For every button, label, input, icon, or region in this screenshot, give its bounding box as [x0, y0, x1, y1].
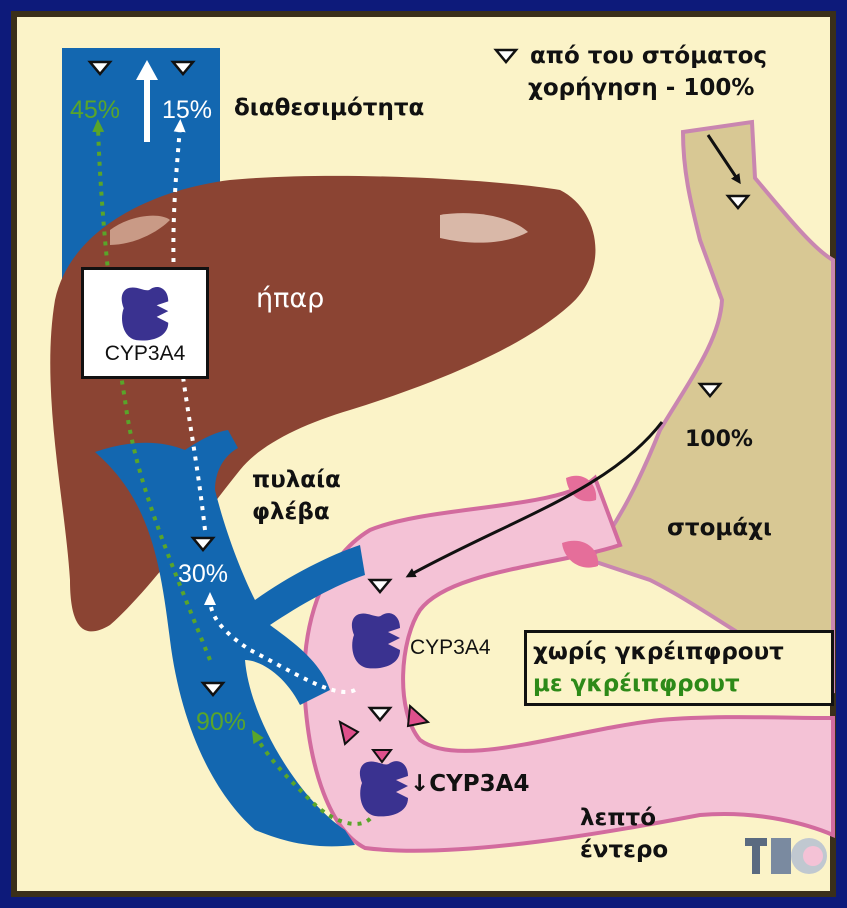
enzyme-cyp3a4-icon — [116, 284, 176, 344]
enzyme-cyp3a4-icon — [360, 761, 408, 816]
legend-without-grapefruit: χωρίς γκρέιπφρουτ — [533, 639, 784, 665]
small-intestine-label-line1: λεπτό — [580, 806, 656, 831]
gut-cyp3a4-reduced-label: ↓CYP3A4 — [410, 772, 529, 797]
small-intestine-label-line2: έντερο — [580, 838, 668, 863]
logo-icon — [745, 838, 827, 874]
bioavailability-with-grapefruit: 45% — [70, 96, 120, 125]
portal-vein-label-line1: πυλαία — [252, 468, 341, 493]
liver-label: ήπαρ — [256, 284, 324, 314]
stomach-percent: 100% — [685, 428, 753, 452]
bioavailability-label: διαθεσιμότητα — [234, 96, 424, 121]
oral-title-line2: χορήγηση - 100% — [528, 76, 754, 101]
gut-cyp3a4-label: CYP3A4 — [410, 636, 491, 659]
bioavailability-without-grapefruit: 15% — [162, 96, 212, 125]
portal-with-grapefruit: 90% — [196, 708, 246, 737]
legend-with-grapefruit: με γκρέιπφρουτ — [533, 671, 740, 697]
portal-without-grapefruit: 30% — [178, 560, 228, 589]
portal-vein-label-line2: φλέβα — [252, 500, 330, 525]
liver-cyp3a4-label: CYP3A4 — [84, 342, 206, 366]
enzyme-cyp3a4-icon — [352, 613, 400, 668]
liver-cyp3a4-box: CYP3A4 — [81, 267, 209, 379]
oral-title-line1: από του στόματος — [530, 44, 767, 69]
stomach-label: στομάχι — [667, 516, 772, 541]
legend: χωρίς γκρέιπφρουτ με γκρέιπφρουτ — [524, 630, 834, 706]
